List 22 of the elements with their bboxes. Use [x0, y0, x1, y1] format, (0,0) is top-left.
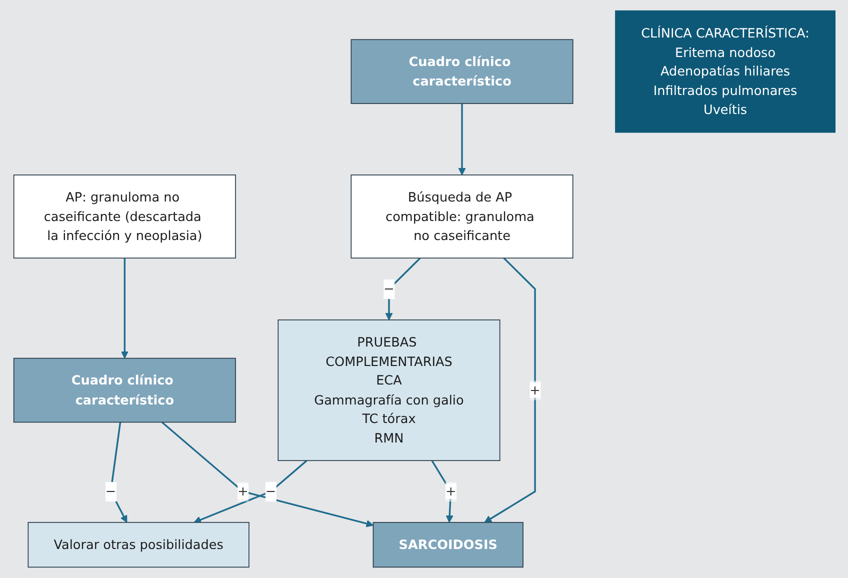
- node-box: SARCOIDOSIS: [372, 522, 523, 568]
- node-box: Cuadro clínico característico: [12, 358, 236, 423]
- arrow: [193, 460, 307, 524]
- arrow: [458, 104, 466, 176]
- edge-label: +: [237, 484, 248, 499]
- edge-label: −: [383, 281, 394, 296]
- node-box: PRUEBAS COMPLEMENTARIAS ECA Gammagrafía con galio TC tórax RMN: [277, 319, 500, 462]
- edge-label: +: [529, 382, 540, 398]
- arrow: [384, 257, 420, 320]
- node-box: Cuadro clínico característico: [350, 39, 573, 104]
- edge-label: −: [264, 484, 276, 499]
- node-box: CLÍNICA CARACTERÍSTICA: Eritema nodoso Adenopatías hiliares Infiltrados pulmonares Uveítis: [614, 10, 836, 133]
- node-box: Valorar otras posibilidades: [27, 522, 249, 568]
- node-box: Búsqueda de AP compatible: granuloma no caseificante: [350, 174, 573, 259]
- arrow: [484, 257, 536, 523]
- arrow: [430, 460, 453, 523]
- edge-label: −: [104, 484, 116, 499]
- arrow: [120, 258, 128, 359]
- node-box: AP: granuloma no caseificante (descartada la infección y neoplasia): [12, 174, 236, 259]
- arrow: [109, 422, 127, 523]
- arrow: [161, 422, 374, 528]
- edge-label: +: [444, 484, 456, 499]
